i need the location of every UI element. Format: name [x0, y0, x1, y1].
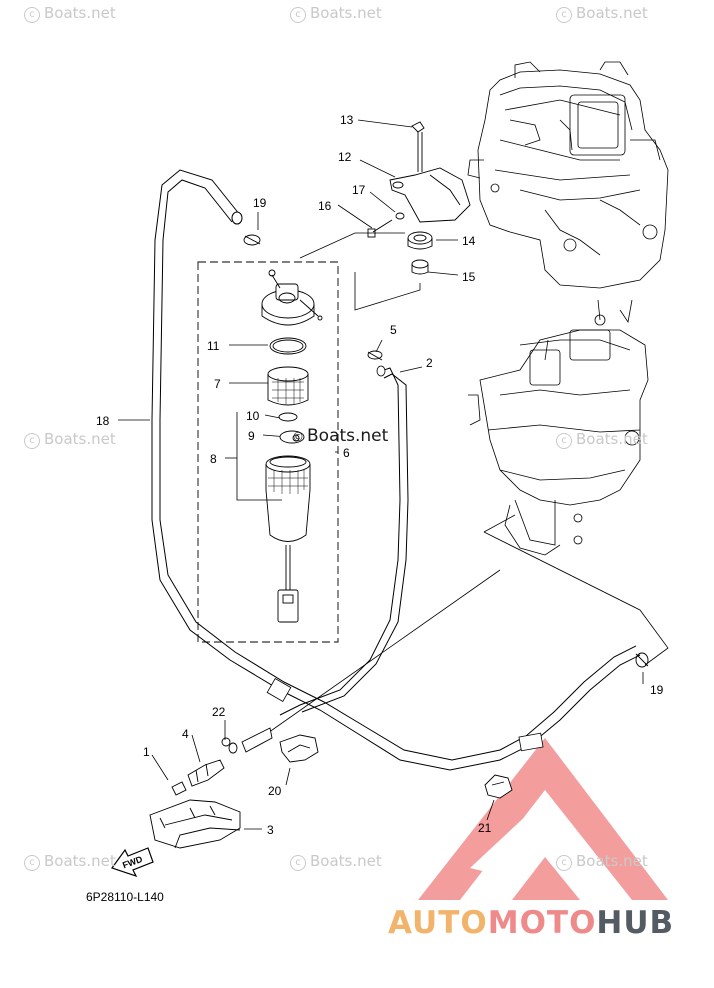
- logo-part2: MOTO: [487, 905, 597, 941]
- copyright-icon: c: [290, 855, 306, 871]
- callout-16: 16: [318, 199, 332, 213]
- watermark-text: Boats.net: [44, 430, 116, 448]
- watermark-text: Boats.net: [310, 852, 382, 870]
- callout-17: 17: [352, 183, 366, 197]
- bracket-parts: [367, 121, 471, 275]
- callout-13: 13: [340, 113, 354, 127]
- copyright-icon: c: [24, 7, 40, 23]
- leader-lines: [118, 119, 669, 830]
- callout-1: 1: [143, 745, 150, 759]
- callout-labels: 13 12 17 16 14 15 19 5 2 11 7 10 9 8 6 1…: [96, 113, 664, 837]
- copyright-icon: c: [556, 855, 572, 871]
- callout-11: 11: [207, 339, 220, 353]
- callout-5: 5: [390, 323, 397, 337]
- clamp-5: [367, 350, 383, 361]
- engine-block-upper: [467, 61, 669, 289]
- watermark-text: Boats.net: [576, 430, 648, 448]
- watermark-text: Boats.net: [310, 4, 382, 22]
- callout-6: 6: [343, 446, 350, 460]
- callout-19-top: 19: [253, 196, 267, 210]
- center-watermark-text: Boats.net: [307, 426, 389, 446]
- callout-21: 21: [478, 821, 492, 835]
- fuel-filter-assembly: [261, 269, 323, 623]
- logo-part3: HUB: [596, 905, 675, 941]
- callout-9: 9: [248, 429, 255, 443]
- callout-4: 4: [182, 727, 189, 741]
- lower-connector-parts: [149, 727, 513, 849]
- clamp-19-top: [243, 234, 261, 246]
- callout-14: 14: [462, 234, 476, 248]
- callout-20: 20: [268, 784, 282, 798]
- logo-part1: AUTO: [388, 905, 488, 941]
- callout-15: 15: [462, 270, 476, 284]
- copyright-icon: c: [290, 7, 306, 23]
- watermark-text: Boats.net: [44, 4, 116, 22]
- callout-2: 2: [426, 356, 433, 370]
- diagram-part-number: 6P28110-L140: [86, 890, 164, 904]
- clamp-19-right: [635, 652, 649, 668]
- vapor-separator: [468, 299, 649, 556]
- copyright-icon: c: [24, 855, 40, 871]
- callout-8: 8: [210, 452, 217, 466]
- filter-kit-box: [197, 261, 339, 643]
- fuel-hose-18: [151, 169, 641, 771]
- center-watermark: ©Boats.net: [292, 426, 388, 446]
- copyright-icon: c: [24, 433, 40, 449]
- callout-18: 18: [96, 414, 110, 428]
- callout-19-right: 19: [650, 683, 664, 697]
- automotohub-logo: AUTOMOTOHUB: [388, 905, 674, 941]
- callout-12: 12: [338, 150, 352, 164]
- fwd-arrow: FWD: [111, 847, 154, 878]
- copyright-icon: c: [556, 7, 572, 23]
- callout-7: 7: [214, 377, 221, 391]
- callout-3: 3: [267, 823, 274, 837]
- watermark-text: Boats.net: [576, 852, 648, 870]
- watermark-text: Boats.net: [44, 852, 116, 870]
- copyright-icon: ©: [292, 430, 304, 444]
- logo-triangle: [418, 738, 668, 900]
- callout-22: 22: [212, 705, 226, 719]
- callout-10: 10: [246, 409, 260, 423]
- copyright-icon: c: [556, 433, 572, 449]
- watermark-text: Boats.net: [576, 4, 648, 22]
- hose-2: [279, 367, 409, 716]
